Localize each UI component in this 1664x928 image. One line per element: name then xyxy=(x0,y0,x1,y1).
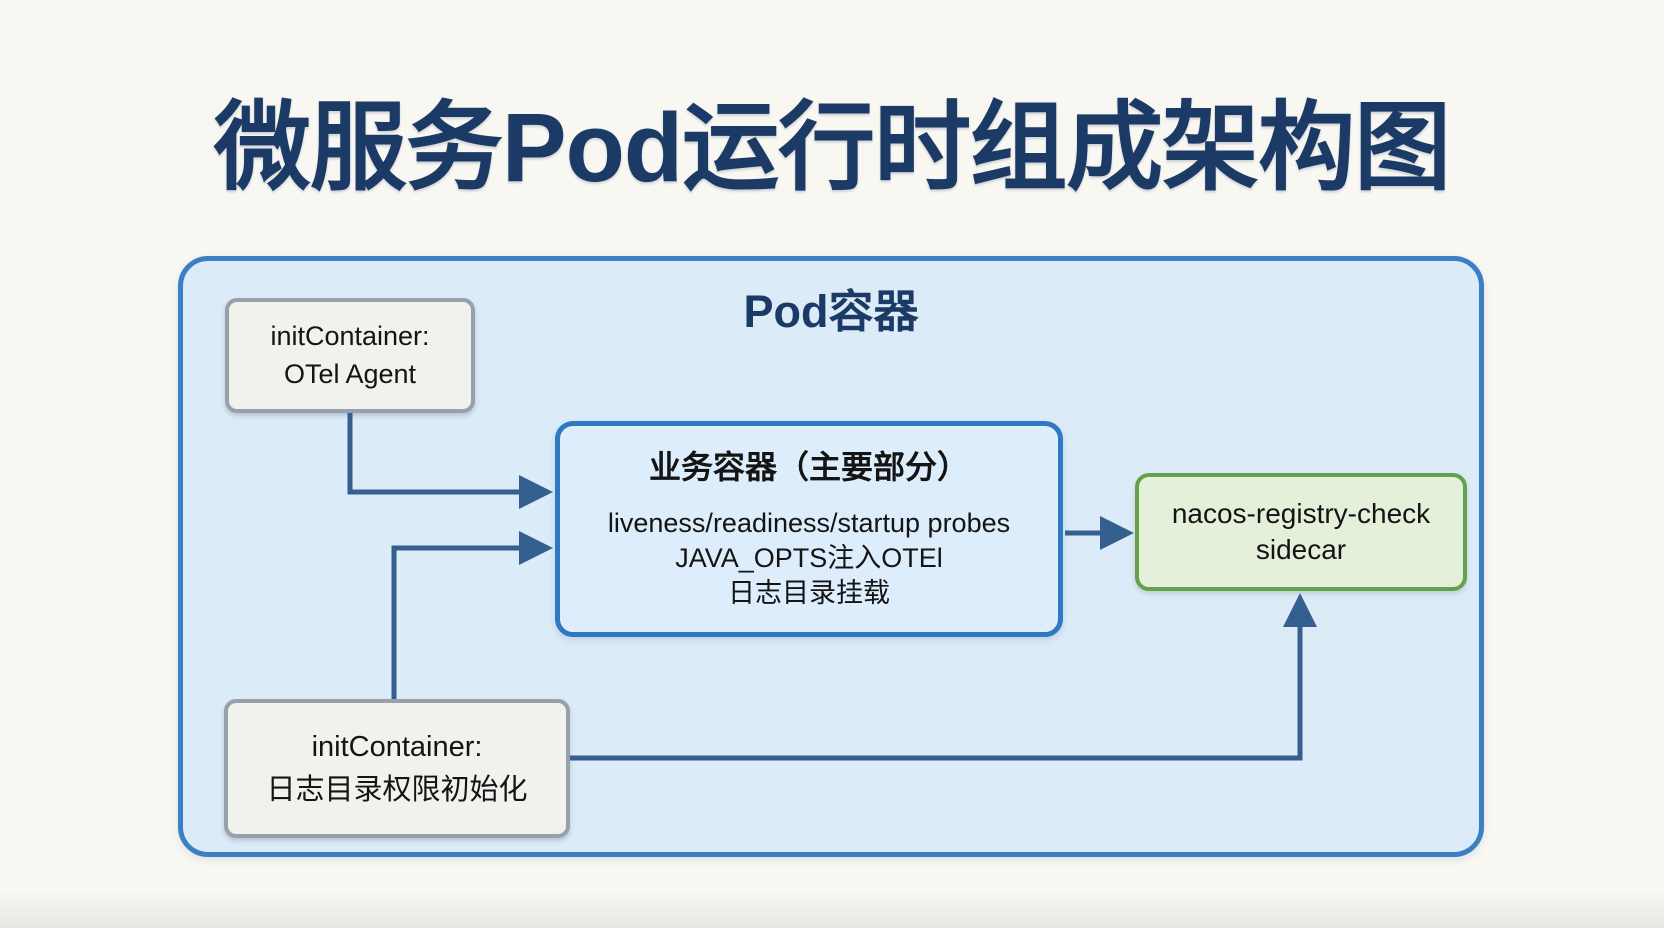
node-initcontainer-log-line2: 日志目录权限初始化 xyxy=(266,773,528,806)
pod-container-label: Pod容器 xyxy=(743,286,919,337)
page-title: 微服务Pod运行时组成架构图 xyxy=(213,93,1451,202)
node-initcontainer-otel-line2: OTel Agent xyxy=(283,358,417,389)
node-initcontainer-log-permission: initContainer: 日志目录权限初始化 xyxy=(224,699,570,838)
node-initcontainer-log-line1: initContainer: xyxy=(311,731,483,764)
node-initcontainer-otel-agent: initContainer: OTel Agent xyxy=(225,298,475,413)
node-business-probes-line: liveness/readiness/startup probes xyxy=(607,508,1011,539)
node-sidecar-line1: nacos-registry-check xyxy=(1171,497,1431,529)
bottom-shadow xyxy=(0,890,1664,928)
node-business-title: 业务容器（主要部分） xyxy=(648,448,969,485)
node-business-javaopts-line: JAVA_OPTS注入OTEl xyxy=(675,543,943,574)
node-initcontainer-otel-line1: initContainer: xyxy=(270,320,430,351)
node-sidecar-line2: sidecar xyxy=(1255,534,1347,565)
node-business-container: 业务容器（主要部分） liveness/readiness/startup pr… xyxy=(555,421,1063,637)
node-nacos-registry-check-sidecar: nacos-registry-check sidecar xyxy=(1135,473,1467,591)
node-business-logmount-line: 日志目录挂载 xyxy=(728,578,890,609)
